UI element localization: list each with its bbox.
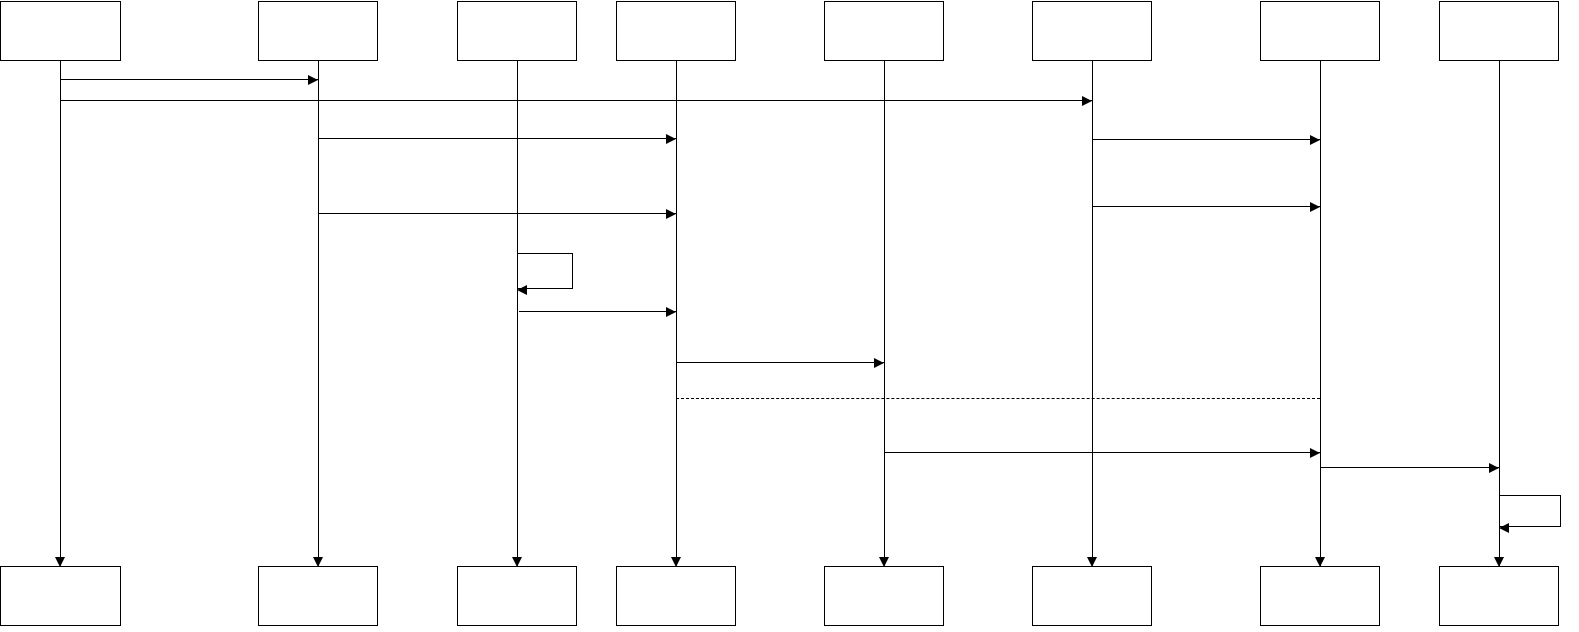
lifeline-end-arrow-pdinstance xyxy=(1494,557,1504,567)
message-line-receive-cache-2 xyxy=(1320,467,1499,468)
footer-participant-box-encoderinstance[interactable] xyxy=(457,566,577,626)
lifeline-remotestorage xyxy=(884,60,885,566)
message-line-bind-connector-meta-1 xyxy=(318,213,676,214)
message-line-build-connector-meta-2 xyxy=(1092,139,1320,140)
header-participant-box-scheduler-enc[interactable] xyxy=(258,1,378,61)
message-line-request xyxy=(60,79,318,80)
lifeline-scheduler-pd xyxy=(1092,60,1093,566)
header-participant-box-ecconnector-2[interactable] xyxy=(1260,1,1380,61)
message-line-receive-cache-1 xyxy=(884,452,1320,453)
self-message-arrowhead-encoderinstance-execute xyxy=(517,284,527,295)
footer-participant-box-proxy[interactable] xyxy=(0,566,121,626)
lifeline-encoderinstance xyxy=(517,60,518,566)
self-message-arrowhead-pdinstance-execute xyxy=(1499,522,1509,533)
lifeline-ecconnector-1 xyxy=(676,60,677,566)
message-line-proxy-to-scheduler-pd xyxy=(60,100,1092,101)
message-arrowhead-store-cache-local xyxy=(666,306,676,317)
header-participant-box-proxy[interactable] xyxy=(0,1,121,61)
message-arrowhead-receive-cache-1 xyxy=(1310,447,1320,458)
lifeline-end-arrow-proxy xyxy=(55,557,65,567)
footer-participant-box-remotestorage[interactable] xyxy=(824,566,944,626)
lifeline-proxy xyxy=(60,60,61,566)
footer-participant-box-ecconnector-1[interactable] xyxy=(616,566,736,626)
footer-participant-box-pdinstance[interactable] xyxy=(1439,566,1559,626)
header-participant-box-remotestorage[interactable] xyxy=(824,1,944,61)
lifeline-end-arrow-ecconnector-1 xyxy=(671,557,681,567)
message-line-build-connector-meta-1 xyxy=(318,138,676,139)
message-arrowhead-proxy-to-scheduler-pd xyxy=(1082,95,1092,106)
message-arrowhead-bind-connector-meta-2 xyxy=(1310,201,1320,212)
lifeline-end-arrow-encoderinstance xyxy=(512,557,522,567)
lifeline-end-arrow-scheduler-enc xyxy=(313,557,323,567)
message-arrowhead-request xyxy=(308,74,318,85)
message-line-bind-connector-meta-2 xyxy=(1092,206,1320,207)
message-arrowhead-bind-connector-meta-1 xyxy=(666,208,676,219)
message-arrowhead-build-connector-meta-1 xyxy=(666,133,676,144)
footer-participant-box-scheduler-enc[interactable] xyxy=(258,566,378,626)
self-message-loop-encoderinstance-execute xyxy=(517,253,573,289)
message-arrowhead-build-connector-meta-2 xyxy=(1310,134,1320,145)
lifeline-ecconnector-2 xyxy=(1320,60,1321,566)
footer-participant-box-ecconnector-2[interactable] xyxy=(1260,566,1380,626)
header-participant-box-pdinstance[interactable] xyxy=(1439,1,1559,61)
message-line-p2p-send-cache xyxy=(676,398,1320,399)
lifeline-end-arrow-remotestorage xyxy=(879,557,889,567)
message-arrowhead-store-cache-remote xyxy=(874,357,884,368)
message-line-store-cache-local xyxy=(519,311,676,312)
message-arrowhead-receive-cache-2 xyxy=(1489,462,1499,473)
header-participant-box-ecconnector-1[interactable] xyxy=(616,1,736,61)
message-line-store-cache-remote xyxy=(676,362,884,363)
header-participant-box-encoderinstance[interactable] xyxy=(457,1,577,61)
self-message-loop-pdinstance-execute xyxy=(1499,495,1561,527)
lifeline-end-arrow-ecconnector-2 xyxy=(1315,557,1325,567)
lifeline-pdinstance xyxy=(1499,60,1500,566)
footer-participant-box-scheduler-pd[interactable] xyxy=(1032,566,1152,626)
lifeline-scheduler-enc xyxy=(318,60,319,566)
lifeline-end-arrow-scheduler-pd xyxy=(1087,557,1097,567)
header-participant-box-scheduler-pd[interactable] xyxy=(1032,1,1152,61)
